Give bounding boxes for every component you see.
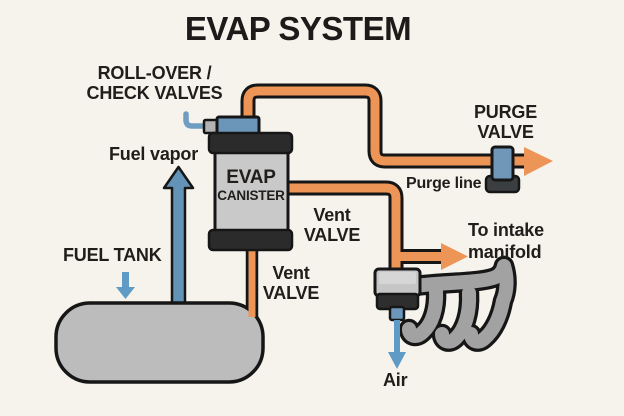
label-vent-valve-upper-line1: Vent (313, 205, 351, 225)
label-evap-line2: CANISTER (217, 188, 285, 203)
label-air: Air (383, 370, 408, 390)
vent-valve-port (388, 305, 406, 322)
canister-top-cap (207, 131, 294, 155)
label-purge-valve-line1: PURGE (473, 102, 537, 122)
fuel-tank-pointer-arrow-icon (116, 272, 135, 299)
page-title: EVAP SYSTEM (184, 10, 412, 47)
vent-valve-body-highlight (379, 272, 416, 284)
intake-flow-arrow-icon (441, 243, 468, 270)
label-fuel-vapor: Fuel vapor (109, 144, 199, 164)
canister-bottom-cap (207, 228, 294, 252)
air-arrow-icon (388, 320, 406, 369)
evap-canister-body (213, 136, 290, 242)
label-fuel-tank: FUEL TANK (63, 245, 162, 265)
label-vent-valve-upper: Vent VALVE (297, 205, 367, 245)
label-rollover-check-valves: ROLL-OVER / CHECK VALVES (77, 63, 232, 103)
fuel-tank-shape (54, 301, 265, 384)
purge-flow-arrow-icon (524, 147, 553, 176)
label-to-intake-line2: manifold (468, 242, 542, 262)
label-rollover-line1: ROLL-OVER / (97, 63, 212, 83)
label-vent-valve-lower-line2: VALVE (262, 283, 320, 303)
fuel-vapor-arrow (162, 165, 195, 307)
intake-manifold-shape (402, 259, 514, 349)
rollover-valve-pipe (183, 111, 209, 129)
label-evap-canister: EVAP CANISTER (213, 167, 289, 203)
label-to-intake-line1: To intake (468, 220, 544, 240)
label-purge-valve: PURGE VALVE (463, 102, 548, 142)
label-vent-valve-upper-line2: VALVE (303, 225, 361, 245)
purge-valve-solenoid (490, 145, 515, 182)
label-vent-valve-lower: Vent VALVE (256, 263, 326, 303)
label-vent-valve-lower-line1: Vent (272, 263, 310, 283)
purge-line-pipe (243, 86, 537, 166)
label-purge-valve-line2: VALVE (477, 122, 534, 142)
vent-pipe (286, 183, 401, 276)
label-to-intake-manifold: To intake manifold (468, 219, 544, 263)
label-rollover-line2: CHECK VALVES (86, 83, 223, 103)
label-purge-line: Purge line (406, 175, 482, 192)
label-evap-line1: EVAP (226, 167, 276, 188)
